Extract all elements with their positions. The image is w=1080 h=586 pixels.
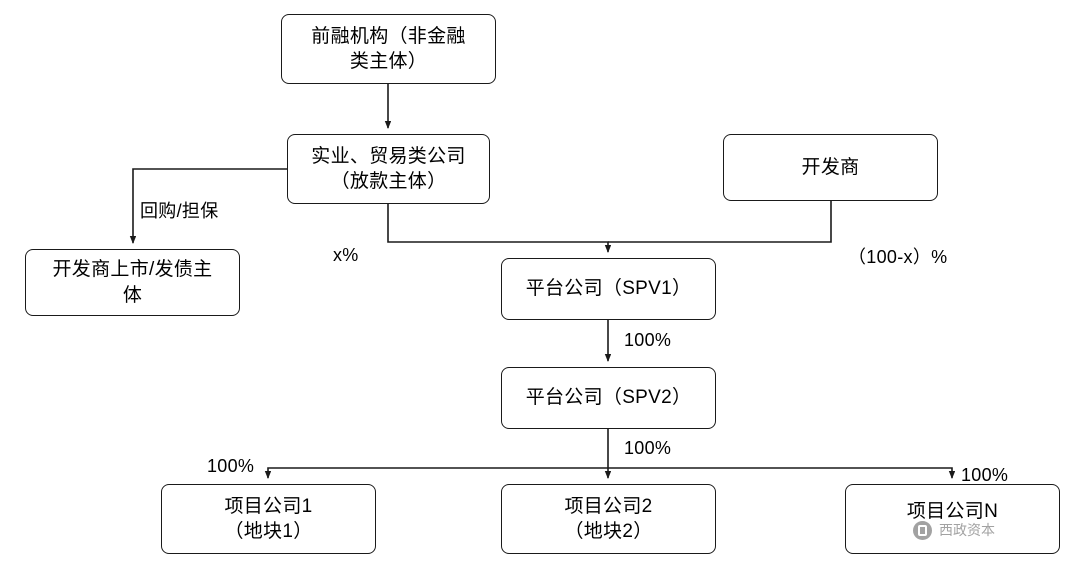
node-label: 平台公司（SPV1） (525, 278, 692, 300)
edge-industrial-spv1 (387, 204, 612, 253)
node-label: 开发商上市/发债主 体 (52, 259, 213, 306)
node-project-company-n[interactable]: 项目公司N (845, 484, 1060, 554)
edge-label-buyback-guarantee: 回购/担保 (140, 201, 219, 221)
edge-spv2-proj1 (264, 467, 608, 479)
watermark: 西政资本 (913, 520, 995, 540)
node-listed-bond-issuer[interactable]: 开发商上市/发债主 体 (25, 249, 240, 316)
node-industrial-trading-company[interactable]: 实业、贸易类公司 （放款主体） (287, 134, 490, 204)
edge-developer-spv1 (608, 201, 832, 243)
node-label: 项目公司N (906, 501, 999, 523)
edge-label-project1-percent: 100% (207, 456, 255, 476)
node-developer[interactable]: 开发商 (723, 134, 938, 201)
edge-industrial-listed (129, 168, 287, 244)
edge-label-projectn-percent: 100% (961, 465, 1009, 485)
node-platform-spv2[interactable]: 平台公司（SPV2） (501, 367, 716, 429)
edge-label-spv1-to-spv2-percent: 100% (624, 330, 672, 350)
node-label: 平台公司（SPV2） (525, 387, 692, 409)
circle-logo-icon (913, 520, 932, 540)
node-label: 实业、贸易类公司 （放款主体） (311, 145, 466, 192)
edge-label-spv2-to-projects-percent: 100% (624, 438, 672, 458)
node-platform-spv1[interactable]: 平台公司（SPV1） (501, 258, 716, 320)
node-pre-financing-institution[interactable]: 前融机构（非金融 类主体） (281, 14, 496, 84)
node-label: 项目公司1 （地块1） (224, 495, 313, 542)
edge-label-hundred-minus-x-percent: （100-x）% (848, 247, 948, 267)
node-project-company-2[interactable]: 项目公司2 （地块2） (501, 484, 716, 554)
edge-label-x-percent: x% (333, 245, 359, 265)
edge-spv2-projN (608, 467, 956, 479)
node-label: 前融机构（非金融 类主体） (311, 25, 466, 72)
node-label: 项目公司2 （地块2） (564, 495, 653, 542)
node-project-company-1[interactable]: 项目公司1 （地块1） (161, 484, 376, 554)
node-label: 开发商 (801, 156, 860, 178)
watermark-text: 西政资本 (939, 522, 995, 538)
